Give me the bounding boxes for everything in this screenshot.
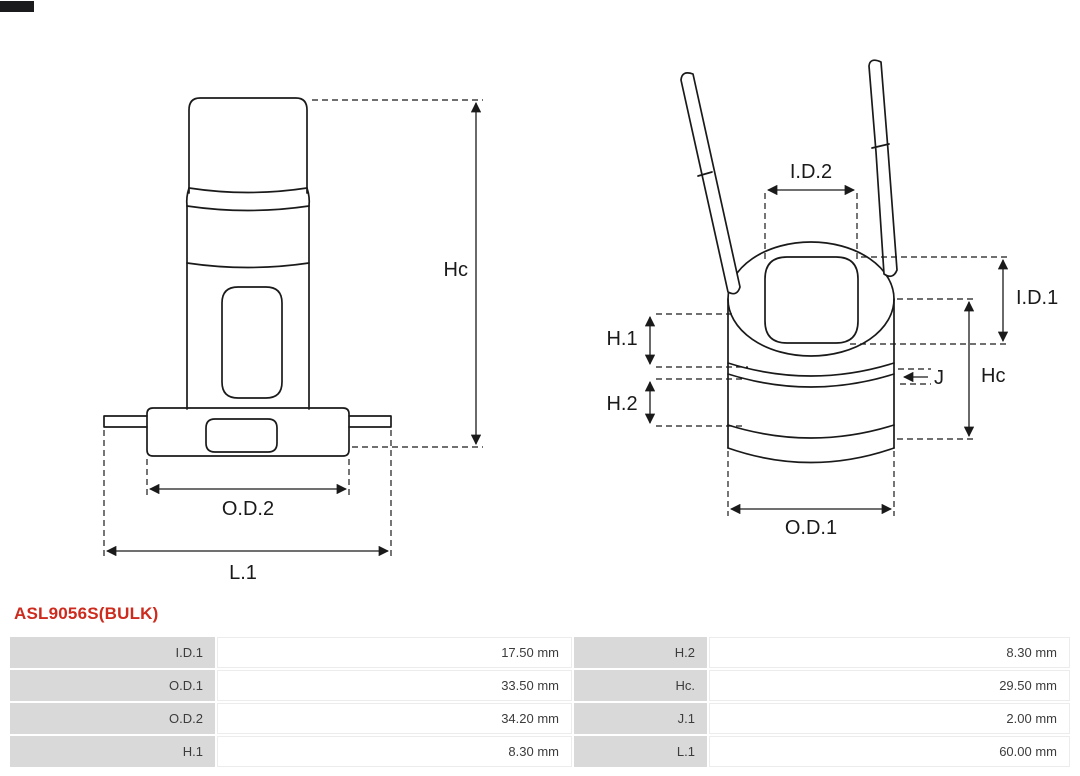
- dim-label-id1: I.D.1: [1016, 287, 1058, 309]
- spec-label-cell: O.D.1: [10, 670, 215, 701]
- dim-label-h2: H.2: [606, 393, 637, 415]
- dim-label-hc-side: Hc: [444, 259, 468, 281]
- spec-value-cell: 60.00 mm: [709, 736, 1070, 767]
- right-wire: [868, 59, 898, 278]
- spec-label-cell: H.2: [574, 637, 707, 668]
- technical-drawing: Hc O.D.2 L.1: [103, 59, 1058, 584]
- dim-label-od2: O.D.2: [222, 498, 274, 520]
- spec-label-cell: I.D.1: [10, 637, 215, 668]
- spec-value-cell: 2.00 mm: [709, 703, 1070, 734]
- dim-label-hc-perspective: Hc: [981, 365, 1005, 387]
- side-view-outline: [103, 97, 392, 457]
- part-number-heading: ASL9056S(BULK): [14, 604, 159, 623]
- side-view-dimension-lines: [105, 101, 482, 557]
- dim-label-h1: H.1: [606, 328, 637, 350]
- spec-value-cell: 33.50 mm: [217, 670, 572, 701]
- spec-label-cell: L.1: [574, 736, 707, 767]
- perspective-view-labels: I.D.2 I.D.1 Hc H.1 H.2 J O.D.1: [606, 161, 1058, 539]
- spec-value-cell: 17.50 mm: [217, 637, 572, 668]
- dim-label-j: J: [934, 367, 944, 389]
- dim-label-id2: I.D.2: [790, 161, 832, 183]
- left-wire: [680, 72, 741, 295]
- dimension-spec-table: I.D.1 17.50 mm H.2 8.30 mm O.D.1 33.50 m…: [10, 637, 1070, 767]
- side-view-extension-lines: [103, 99, 483, 557]
- spec-label-cell: J.1: [574, 703, 707, 734]
- spec-label-cell: H.1: [10, 736, 215, 767]
- spec-label-cell: Hc.: [574, 670, 707, 701]
- perspective-view-outline: [727, 241, 895, 464]
- spec-value-cell: 8.30 mm: [709, 637, 1070, 668]
- side-view-labels: Hc O.D.2 L.1: [222, 259, 468, 584]
- spec-value-cell: 29.50 mm: [709, 670, 1070, 701]
- spec-value-cell: 8.30 mm: [217, 736, 572, 767]
- dim-label-l1: L.1: [229, 562, 257, 584]
- terminal-wires: [680, 59, 898, 295]
- corner-logo-fragment: [0, 1, 34, 12]
- spec-label-cell: O.D.2: [10, 703, 215, 734]
- perspective-view-extension-lines: [656, 193, 1009, 516]
- dim-label-od1: O.D.1: [785, 517, 837, 539]
- perspective-view-dimension-lines: [644, 184, 1009, 515]
- spec-value-cell: 34.20 mm: [217, 703, 572, 734]
